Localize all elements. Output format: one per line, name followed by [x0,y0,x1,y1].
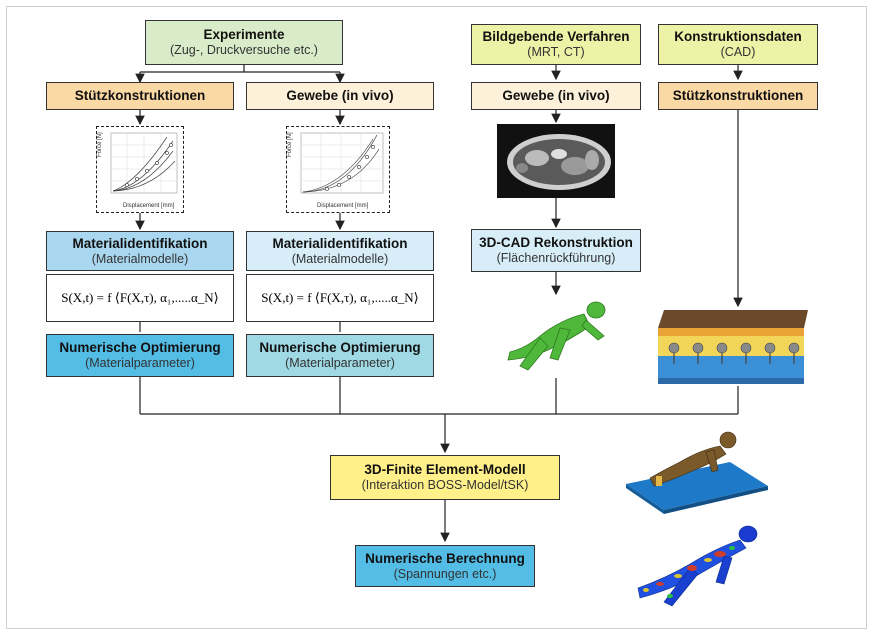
support-structure-image [654,308,808,386]
box-subtitle: (MRT, CT) [527,45,585,59]
box-subtitle: (Materialparameter) [85,356,195,370]
box-title: Stützkonstruktionen [74,88,206,103]
box-title: Numerische Optimierung [259,340,421,355]
box-subtitle: (CAD) [720,45,756,59]
box-subtitle: (Materialmodelle) [291,251,389,266]
plot-xlabel: Displacement [mm] [123,203,175,209]
box-title: 3D-CAD Rekonstruktion [479,235,633,250]
box-title: Materialidentifikation [72,235,208,251]
plot-ylabel: Force [N] [287,132,293,157]
experimente-box: Experimente (Zug-, Druckversuche etc.) [145,20,343,65]
box-subtitle: (Spannungen etc.) [393,566,497,581]
mrt-scan-image [497,124,615,198]
force-displacement-plot-mid: Force [N] Displacement [mm] [286,126,390,213]
box-title: Experimente [203,27,285,42]
force-displacement-plot-left: Force [N] Displacement [mm] [96,126,184,213]
plot-xlabel: Displacement [mm] [317,203,369,209]
stuetzkonstruktionen-left-box: Stützkonstruktionen [46,82,234,110]
finite-element-model-box: 3D-Finite Element-Modell (Interaktion BO… [330,455,560,500]
materialidentifikation-left-box: Materialidentifikation (Materialmodelle) [46,231,234,271]
numerische-optimierung-mid-box: Numerische Optimierung (Materialparamete… [246,334,434,377]
constitutive-formula-left: S(X,t) = f ⟨F(X,τ), α₁,.....α_N⟩ [46,274,234,322]
figure-frame [6,6,867,629]
fem-body-on-mattress-image [620,428,770,514]
cad-rekonstruktion-box: 3D-CAD Rekonstruktion (Flächenrückführun… [471,229,641,272]
box-subtitle: (Materialparameter) [285,356,395,370]
plot-ylabel: Force [N] [97,132,103,157]
plot-graphic [110,132,178,194]
stress-result-body-image [620,520,770,612]
formula-text: S(X,t) = f ⟨F(X,τ), α₁,.....α_N⟩ [261,290,419,305]
box-title: Gewebe (in vivo) [502,88,610,103]
box-subtitle: (Interaktion BOSS-Model/tSK) [361,478,529,492]
box-title: Gewebe (in vivo) [286,88,394,103]
box-title: Materialidentifikation [272,235,408,251]
box-title: Bildgebende Verfahren [482,29,630,44]
box-title: Stützkonstruktionen [672,88,804,103]
box-title: 3D-Finite Element-Modell [364,462,526,477]
stuetzkonstruktionen-right-box: Stützkonstruktionen [658,82,818,110]
plot-graphic [300,132,384,194]
bildgebende-box: Bildgebende Verfahren (MRT, CT) [471,24,641,65]
box-title: Numerische Berechnung [365,550,525,566]
formula-text: S(X,t) = f ⟨F(X,τ), α₁,.....α_N⟩ [61,290,219,305]
numerische-optimierung-left-box: Numerische Optimierung (Materialparamete… [46,334,234,377]
box-title: Numerische Optimierung [59,340,221,355]
box-subtitle: (Materialmodelle) [91,251,189,266]
materialidentifikation-mid-box: Materialidentifikation (Materialmodelle) [246,231,434,271]
gewebe-mid-box: Gewebe (in vivo) [246,82,434,110]
constitutive-formula-mid: S(X,t) = f ⟨F(X,τ), α₁,.....α_N⟩ [246,274,434,322]
box-title: Konstruktionsdaten [674,29,802,44]
green-body-model-image [500,296,618,378]
gewebe-right-box: Gewebe (in vivo) [471,82,641,110]
box-subtitle: (Flächenrückführung) [496,251,616,265]
konstruktionsdaten-box: Konstruktionsdaten (CAD) [658,24,818,65]
numerische-berechnung-box: Numerische Berechnung (Spannungen etc.) [355,545,535,587]
box-subtitle: (Zug-, Druckversuche etc.) [170,43,318,57]
